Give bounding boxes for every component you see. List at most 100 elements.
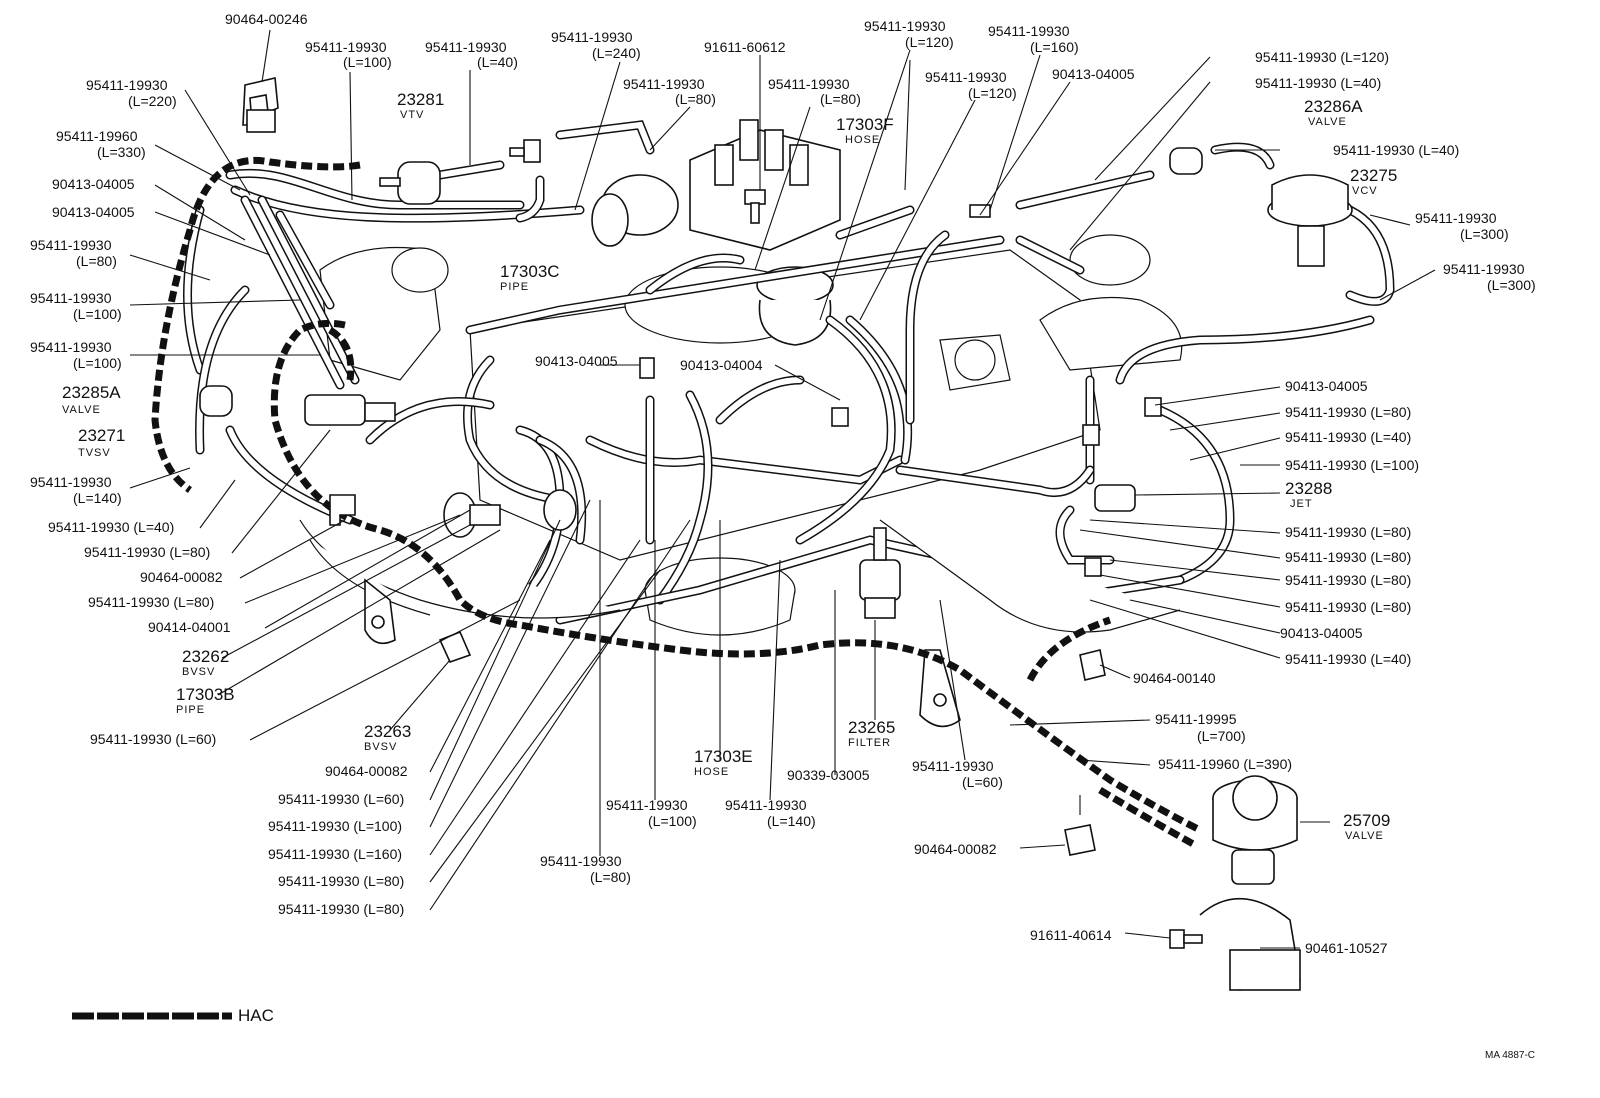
part-number-23262: 23262 [182,647,229,666]
part-number-17303c: 17303C [500,262,560,281]
label-hose-l80-i: 95411-19930 (L=80) [1285,404,1411,420]
label-hose-l100-d: 95411-19930 (L=100) [268,818,402,834]
label-clip-90464-00082-a: 90464-00082 [140,569,223,585]
label-hose-l40-f: 95411-19930 (L=40) [1285,651,1411,667]
label-hose-l60-c-length: (L=60) [962,774,1003,790]
label-hose-l80-b: 95411-19930 [768,76,850,92]
label-hose-l220: 95411-19930 [86,77,168,93]
label-hose-l300-b: 95411-19930 [1443,261,1525,277]
part-name-vtv: VTV [400,109,424,121]
part-number-17303b: 17303B [176,685,235,704]
label-hose-l160-b: 95411-19930 (L=160) [268,846,402,862]
part-name-vcv: VCV [1352,185,1378,197]
label-hose-l80-h: 95411-19930 [540,853,622,869]
part-number-23281: 23281 [397,90,444,109]
label-hose-l40-c: 95411-19930 (L=40) [48,519,174,535]
part-name-filter: FILTER [848,737,891,749]
label-hose-l100-f: 95411-19930 (L=100) [1285,457,1419,473]
part-name-hose-f: HOSE [845,134,880,146]
filter-icon [859,527,901,619]
jet-icon [1094,484,1136,512]
hac-line [151,157,1202,849]
label-tee-90413-04005-c: 90413-04005 [52,204,135,220]
engine-outline [319,234,1183,636]
part-number-23288: 23288 [1285,479,1332,498]
label-hose-l80-m: 95411-19930 (L=80) [1285,599,1411,615]
label-hose-19995-l700: 95411-19995 [1155,711,1237,727]
label-hose-l160: 95411-19930 [988,23,1070,39]
bolt-icon [744,189,1203,949]
label-hose-l80-h-length: (L=80) [590,869,631,885]
part-number-23286a: 23286A [1304,97,1363,116]
label-hose-l220-length: (L=220) [128,93,177,109]
label-hose-l100: 95411-19930 [305,39,387,55]
label-90339-03005: 90339-03005 [787,767,870,783]
part-number-23275: 23275 [1350,166,1397,185]
label-hose-l80-a-length: (L=80) [675,91,716,107]
bracket-icon [1199,897,1301,991]
tee-connector-icon [509,139,1162,577]
label-tee-90413-04005-e: 90413-04005 [1285,378,1368,394]
label-hose-l40: 95411-19930 [425,39,507,55]
label-hose-l300-a-length: (L=300) [1460,226,1509,242]
leader-lines [129,29,1436,949]
label-tee-90413-04005-f: 90413-04005 [1280,625,1363,641]
label-90464-00246: 90464-00246 [225,11,308,27]
component-labels: 23281 VTV 17303F HOSE 17303C PIPE 23286A… [62,90,1397,842]
label-hose-l40-d: 95411-19930 (L=40) [1333,142,1459,158]
label-hose-l140-b: 95411-19930 [725,797,807,813]
label-hose-19995-l700-length: (L=700) [1197,728,1246,744]
vcv-icon [1267,174,1353,267]
label-tee-90413-04004: 90413-04004 [680,357,763,373]
part-number-23263: 23263 [364,722,411,741]
label-hose-l100-e: 95411-19930 [606,797,688,813]
valve-23286a-icon [1169,147,1203,175]
label-hose-l300-a: 95411-19930 [1415,210,1497,226]
label-hose-l120-a-length: (L=120) [905,34,954,50]
label-hose-l40-b: 95411-19930 (L=40) [1255,75,1381,91]
clip-icon [242,77,279,133]
vtv-valve-icon [379,161,441,205]
label-hose-l120-b-length: (L=120) [968,85,1017,101]
distributor-icon [689,119,841,251]
label-hose-l300-b-length: (L=300) [1487,277,1536,293]
label-hose-l100-c-length: (L=100) [73,355,122,371]
valve-25709-icon [1212,775,1298,885]
label-hose-19960-l390: 95411-19960 (L=390) [1158,756,1292,772]
label-clip-90464-00140: 90464-00140 [1133,670,1216,686]
label-clip-90464-00082-c: 90464-00082 [914,841,997,857]
part-name-bvsv-23263: BVSV [364,741,397,753]
label-hose-l60-c: 95411-19930 [912,758,994,774]
part-name-tvsv: TVSV [78,447,111,459]
part-number-17303f: 17303F [836,115,894,134]
label-hose-l160-length: (L=160) [1030,39,1079,55]
part-labels: 90464-00246 95411-19930 (L=100) 95411-19… [30,11,1536,956]
label-hose-l120-c: 95411-19930 (L=120) [1255,49,1389,65]
valve-23285a-icon [199,385,233,417]
label-hose-l100-c: 95411-19930 [30,339,112,355]
clip-icon [329,494,1106,856]
label-hose-l60-a: 95411-19930 (L=60) [90,731,216,747]
part-name-valve-23286a: VALVE [1308,116,1347,128]
tvsv-icon [304,394,396,426]
part-number-17303e: 17303E [694,747,753,766]
drawing-code: MA 4887-C [1485,1050,1535,1061]
label-tee-90413-04005-b: 90413-04005 [52,176,135,192]
label-clip-90464-00082-b: 90464-00082 [325,763,408,779]
label-hose-l120-a: 95411-19930 [864,18,946,34]
label-hose-l80-d: 95411-19930 (L=80) [84,544,210,560]
label-hose-l80-f: 95411-19930 (L=80) [278,873,404,889]
label-hose-l100-b-length: (L=100) [73,306,122,322]
label-hose-l100-b: 95411-19930 [30,290,112,306]
label-hose-l40-length: (L=40) [477,54,518,70]
label-hose-l120-b: 95411-19930 [925,69,1007,85]
label-hose-l140-b-length: (L=140) [767,813,816,829]
part-number-23265: 23265 [848,718,895,737]
label-90414-04001: 90414-04001 [148,619,231,635]
label-hose-l40-e: 95411-19930 (L=40) [1285,429,1411,445]
label-tee-90413-04005-d: 90413-04005 [535,353,618,369]
part-name-valve-23285a: VALVE [62,404,101,416]
part-name-pipe-b: PIPE [176,704,205,716]
hoses [183,120,1395,625]
